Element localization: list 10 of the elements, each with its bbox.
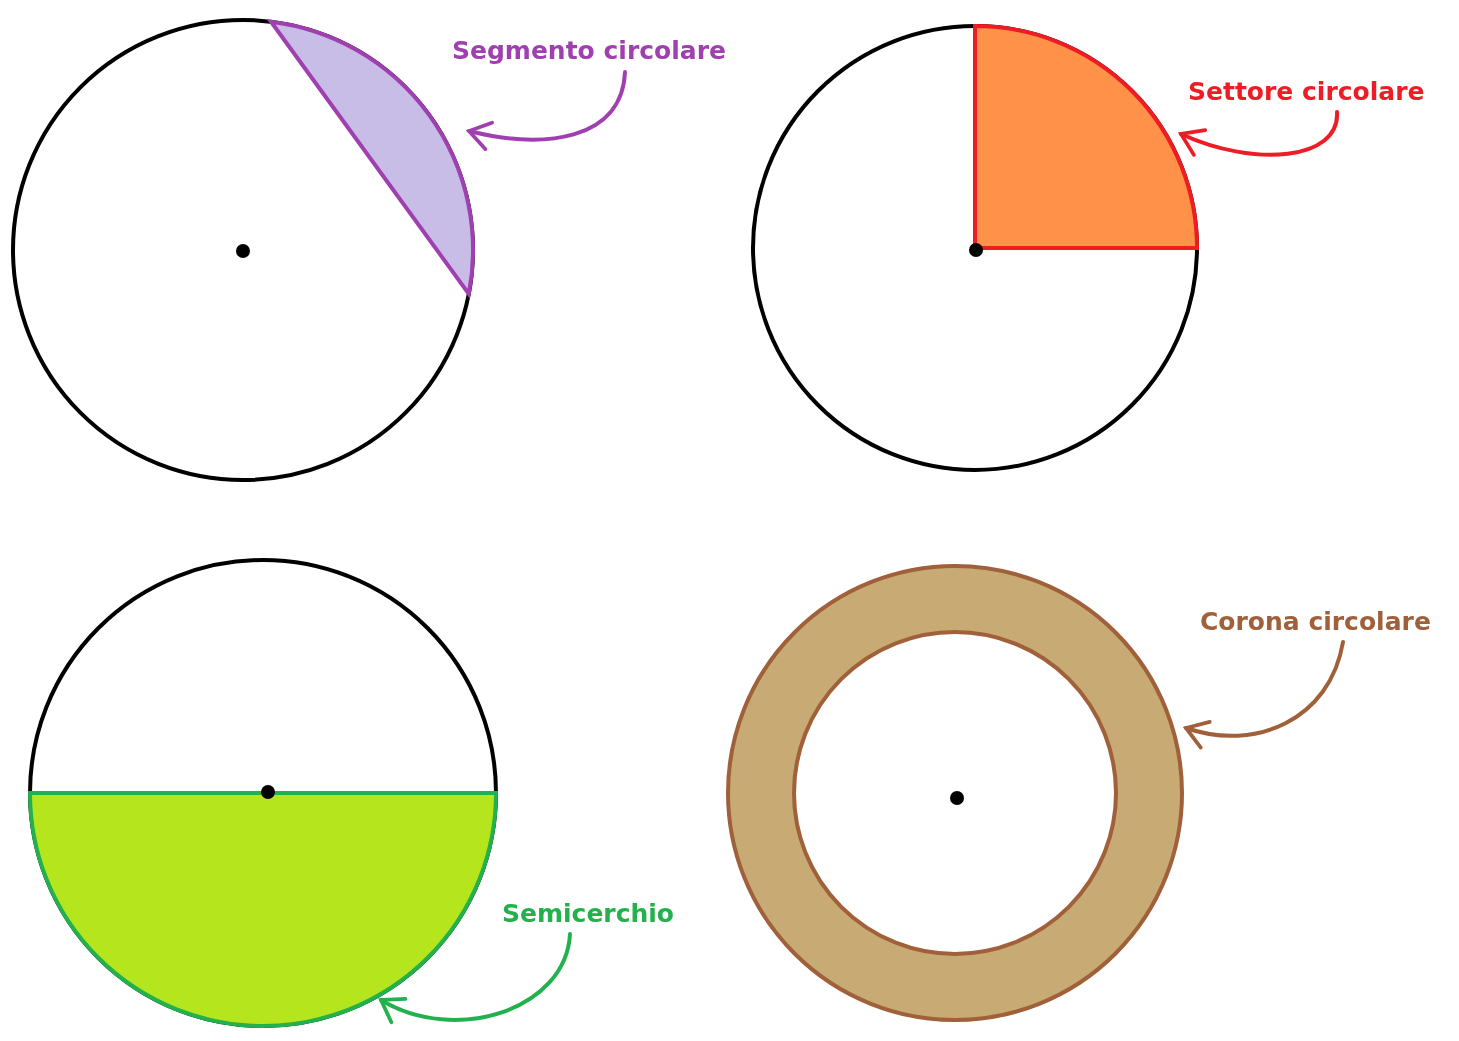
segment-label: Segmento circolare [452, 33, 726, 69]
leader-arrow [467, 70, 627, 151]
ring-label: Corona circolare [1200, 604, 1431, 640]
leader-arrow [1179, 110, 1339, 157]
leader-arrow [1184, 640, 1345, 749]
semicircle-label: Semicerchio [502, 896, 675, 932]
leader-arrow [379, 932, 572, 1024]
circular-ring [726, 564, 1184, 1022]
semicircle [28, 791, 498, 1028]
sector-label: Settore circolare [1188, 74, 1425, 110]
